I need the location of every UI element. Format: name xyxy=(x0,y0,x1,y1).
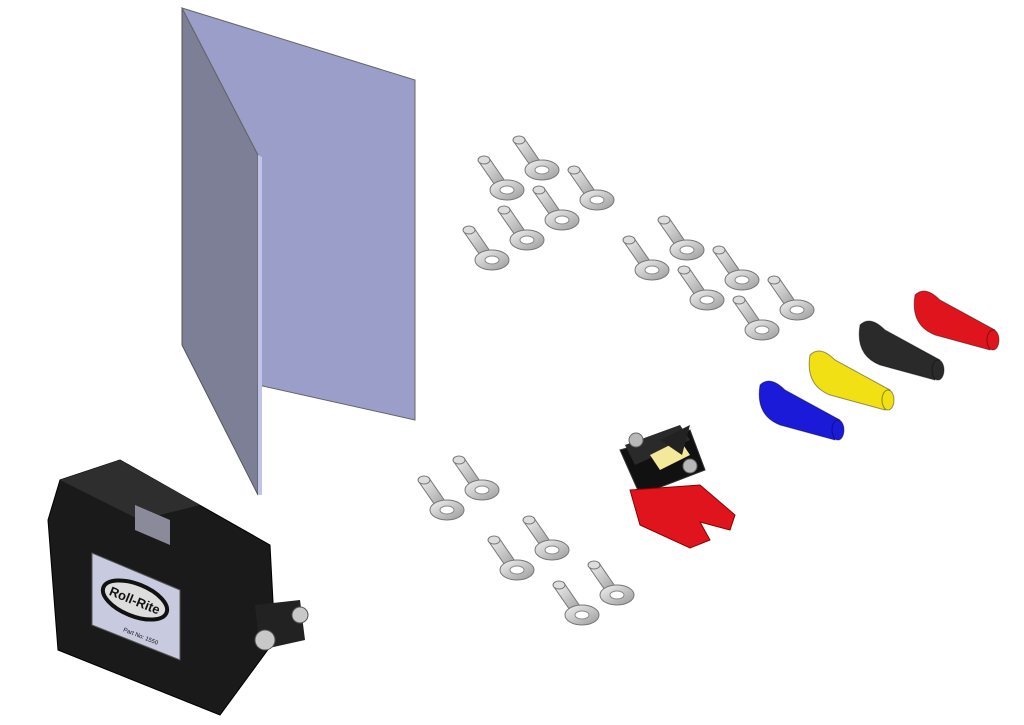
roll-rite-housing: Roll-Rite Part No: 1550 xyxy=(47,459,309,716)
ring-terminal xyxy=(452,455,500,501)
ring-terminal xyxy=(732,295,780,341)
ring-terminal xyxy=(417,475,465,521)
ring-terminal xyxy=(767,275,815,321)
ring-terminal xyxy=(677,265,725,311)
ring-terminal xyxy=(487,535,535,581)
ring-terminal xyxy=(477,155,525,201)
boot-red xyxy=(913,290,1000,351)
ring-terminals xyxy=(417,135,815,626)
ring-terminal xyxy=(587,560,635,606)
ring-terminal xyxy=(657,215,705,261)
terminal-boots xyxy=(758,290,1000,441)
battery-switch xyxy=(619,425,736,549)
ring-terminal xyxy=(567,165,615,211)
ring-terminal xyxy=(522,515,570,561)
ring-terminal xyxy=(532,185,580,231)
ring-terminal xyxy=(512,135,560,181)
ring-terminal xyxy=(462,225,510,271)
folded-instruction-sheet xyxy=(181,7,416,496)
ring-terminal xyxy=(497,205,545,251)
ring-terminal xyxy=(552,580,600,626)
boot-black xyxy=(858,320,945,381)
ring-terminal xyxy=(622,235,670,281)
boot-blue xyxy=(758,380,845,441)
boot-yellow xyxy=(808,350,895,411)
ring-terminal xyxy=(712,245,760,291)
